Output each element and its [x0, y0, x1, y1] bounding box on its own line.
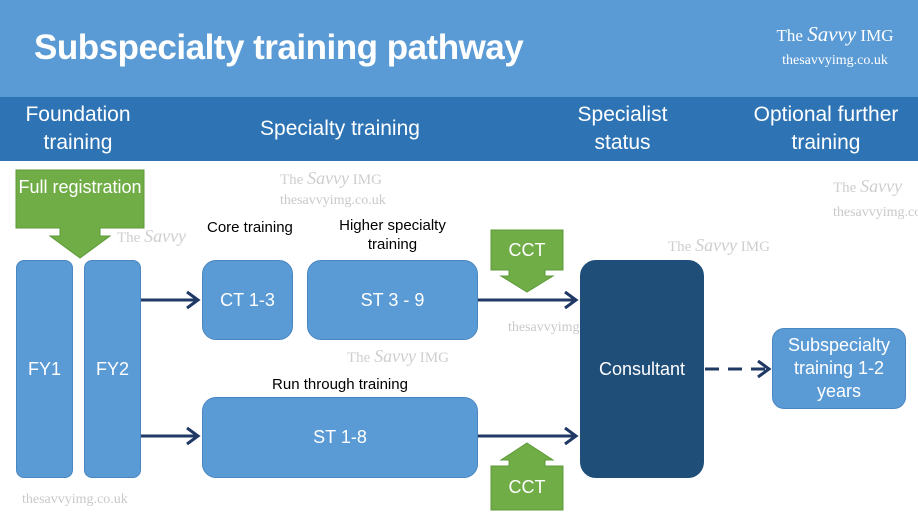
callout-full-registration-shape — [15, 169, 145, 259]
arrow-head — [186, 426, 201, 446]
st-higher-box: ST 3 - 9 — [307, 260, 478, 340]
title-bar — [0, 0, 918, 97]
brand-url: thesavvyimg.co.uk — [782, 53, 888, 68]
watermark-url: thesavvyimg.co.uk — [280, 193, 386, 208]
arrow-head — [564, 426, 579, 446]
watermark-url: thesavvyimg.co.uk — [22, 492, 128, 507]
fy1-box: FY1 — [16, 260, 73, 478]
fy2-box: FY2 — [84, 260, 141, 478]
brand-logo: The Savvy IMG — [776, 22, 894, 46]
run-through-label: Run through training — [272, 376, 408, 393]
arrow-head — [757, 359, 772, 379]
stage-specialist: Specialist status — [577, 103, 668, 154]
watermark: The Savvy — [117, 226, 187, 246]
watermark-url: thesavvyimg.co.uk — [833, 205, 918, 220]
stage-foundation: Foundation training — [25, 103, 131, 154]
stage-optional: Optional further training — [753, 103, 899, 154]
core-training-label: Core training — [207, 219, 293, 236]
watermark: The Savvy IMG — [668, 235, 770, 255]
stage-specialty: Specialty training — [260, 117, 420, 140]
cct-bottom-label: CCT — [508, 477, 546, 497]
arrow-head — [186, 290, 201, 310]
watermark: The Savvy — [833, 176, 903, 196]
stage-band — [0, 97, 918, 161]
watermark: The Savvy IMG — [280, 168, 382, 188]
cct-top-label: CCT — [508, 240, 546, 260]
full-registration-label: Full registration — [18, 177, 142, 197]
subspecialty-box: Subspecialty training 1-2 years — [772, 328, 906, 409]
higher-specialty-label: Higher specialty training — [339, 217, 446, 253]
callout-cct-top-shape — [490, 229, 564, 293]
watermark: The Savvy IMG — [347, 346, 449, 366]
page-title: Subspecialty training pathway — [34, 28, 524, 67]
callout-cct-bottom-shape — [490, 442, 564, 511]
consultant-box: Consultant — [580, 260, 704, 478]
ct-box: CT 1-3 — [202, 260, 293, 340]
arrow-head — [564, 290, 579, 310]
st-run-through-box: ST 1-8 — [202, 397, 478, 478]
